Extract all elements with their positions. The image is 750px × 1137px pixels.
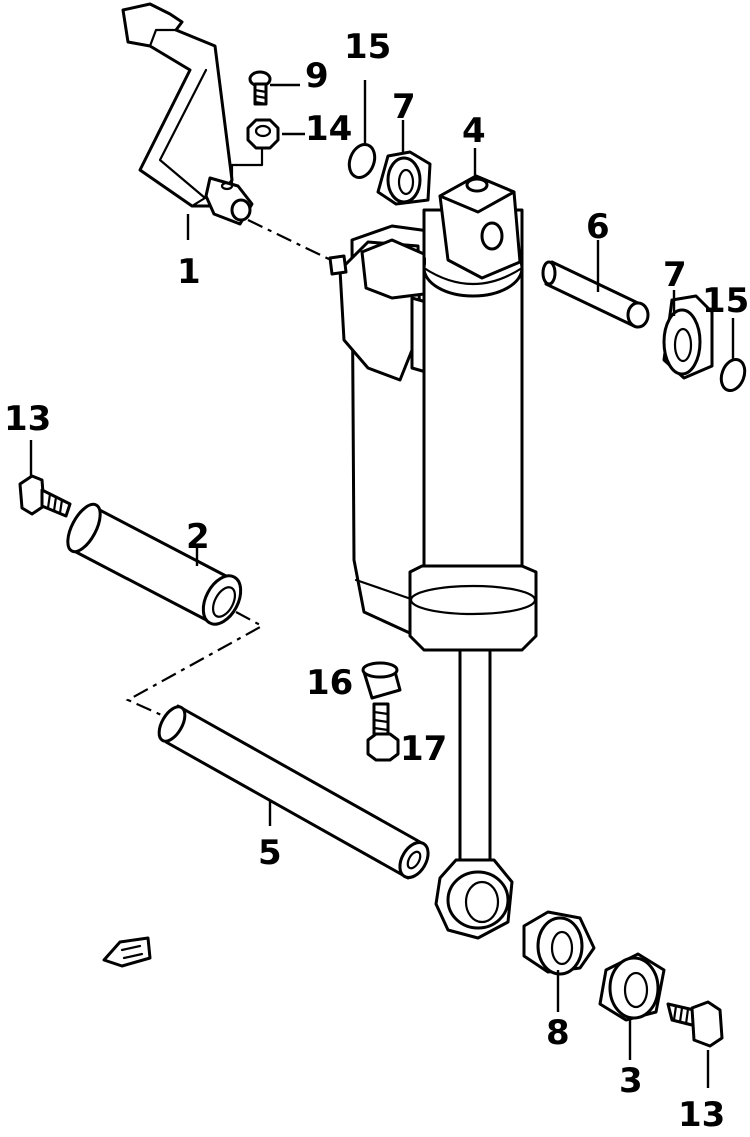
forward-arrow-icon (102, 936, 152, 968)
part-7-bushing-upper (376, 150, 432, 206)
callout-16: 16 (306, 663, 353, 703)
assembly-lines (125, 138, 336, 720)
callout-6: 6 (586, 207, 610, 247)
part-16-spacer (361, 661, 402, 700)
callout-15-upper: 15 (344, 27, 391, 67)
callouts: 1 9 14 15 7 4 6 7 15 13 2 16 17 5 8 3 13 (4, 27, 749, 1135)
callout-1: 1 (177, 252, 201, 292)
part-6-pin (541, 260, 650, 329)
callout-13-right: 13 (678, 1095, 725, 1135)
callout-3: 3 (619, 1061, 643, 1101)
callout-5: 5 (258, 833, 282, 873)
callout-13-left: 13 (4, 399, 51, 439)
part-8-bushing (522, 910, 596, 976)
part-17-screw (366, 702, 400, 762)
part-2-sleeve (66, 502, 243, 626)
callout-8: 8 (546, 1013, 570, 1053)
part-14-nut (246, 118, 280, 150)
part-4-cylinder (328, 174, 538, 940)
callout-2: 2 (186, 517, 210, 557)
callout-7-upper: 7 (392, 87, 416, 127)
callout-7-right: 7 (663, 255, 687, 295)
part-15-circlip-upper (347, 143, 377, 179)
leader-lines (29, 80, 735, 1088)
part-13-bolt-right (666, 1000, 724, 1048)
part-9-bolt (248, 70, 272, 106)
callout-4: 4 (462, 111, 486, 151)
part-7-bushing-right (662, 294, 714, 380)
part-5-tube (157, 704, 430, 880)
callout-14: 14 (305, 109, 352, 149)
part-13-bolt-left (18, 474, 72, 518)
callout-9: 9 (305, 56, 329, 96)
callout-15-right: 15 (702, 281, 749, 321)
part-15-circlip-right (719, 358, 747, 392)
callout-17: 17 (400, 729, 447, 769)
part-3-collar (598, 952, 666, 1022)
part-1-bracket (121, 2, 254, 226)
